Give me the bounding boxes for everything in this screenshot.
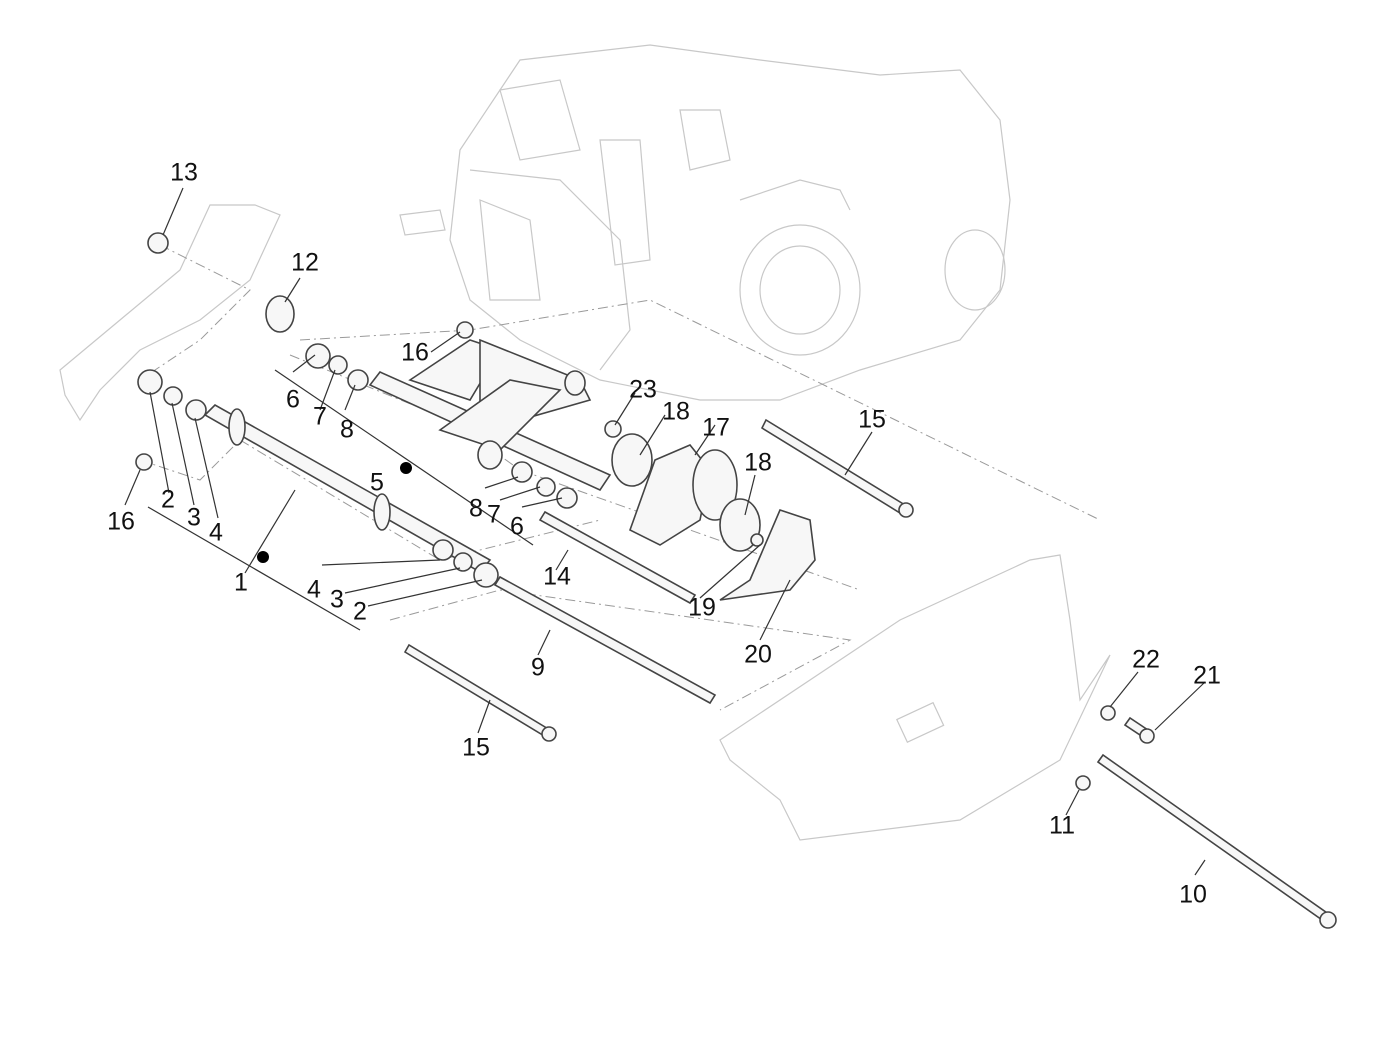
- callout-label: 13: [170, 158, 198, 187]
- callout-label: 6: [286, 385, 300, 414]
- callout-label: 14: [543, 562, 571, 591]
- callout-label: 6: [510, 512, 524, 541]
- reference-dot: [257, 551, 269, 563]
- callout-label: 10: [1179, 880, 1207, 909]
- reference-dot: [400, 462, 412, 474]
- engine-ghost: [399, 44, 1011, 401]
- callout-label: 22: [1132, 645, 1160, 674]
- callout-label: 4: [209, 518, 223, 547]
- callout-label: 23: [629, 375, 657, 404]
- callout-label: 8: [340, 415, 354, 444]
- part-bolts: [403, 418, 1337, 929]
- callout-label: 19: [688, 593, 716, 622]
- callout-label: 18: [744, 448, 772, 477]
- callout-label: 17: [702, 413, 730, 442]
- callout-label: 16: [401, 338, 429, 367]
- callout-label: 9: [531, 653, 545, 682]
- leader-lines: [124, 187, 1206, 876]
- callout-label: 3: [330, 585, 344, 614]
- callout-label: 18: [662, 397, 690, 426]
- callout-label: 1: [234, 568, 248, 597]
- frame-ghost: [59, 204, 1111, 841]
- callout-label: 2: [353, 597, 367, 626]
- callout-label: 12: [291, 248, 319, 277]
- callout-label: 20: [744, 640, 772, 669]
- callout-label: 5: [370, 468, 384, 497]
- part-bushing-set-left: [135, 232, 474, 471]
- part-swingarm-tube: [203, 404, 492, 574]
- callout-label: 4: [307, 575, 321, 604]
- callout-label: 2: [161, 485, 175, 514]
- callout-label: 8: [469, 494, 483, 523]
- callout-label: 15: [462, 733, 490, 762]
- part-bushing-set-right: [432, 420, 622, 588]
- part-rear-tube: [368, 338, 612, 492]
- callout-label: 7: [487, 500, 501, 529]
- callout-label: 3: [187, 503, 201, 532]
- callout-label: 21: [1193, 661, 1221, 690]
- part-silentblock: [611, 433, 816, 601]
- callout-label: 11: [1049, 811, 1075, 840]
- callout-label: 16: [107, 507, 135, 536]
- callout-label: 15: [858, 405, 886, 434]
- callout-label: 7: [313, 402, 327, 431]
